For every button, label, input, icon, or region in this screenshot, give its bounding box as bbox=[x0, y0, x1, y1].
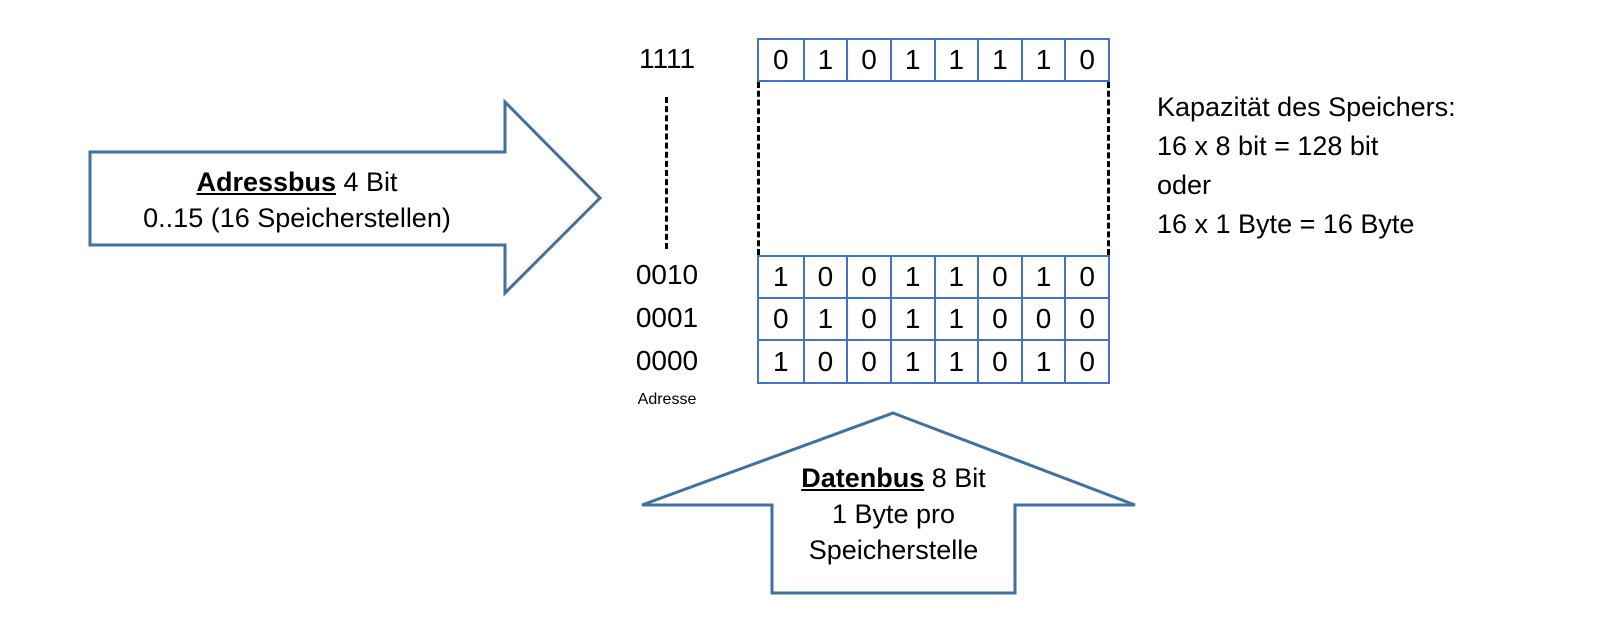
bit-cell: 1 bbox=[933, 299, 978, 339]
data-bus-line2: 1 Byte pro bbox=[831, 499, 956, 529]
address-ellipsis-line bbox=[665, 97, 668, 249]
bit-cell: 0 bbox=[977, 299, 1021, 339]
bit-cell: 0 bbox=[1064, 40, 1108, 80]
address-bus-suffix: 4 Bit bbox=[336, 167, 398, 197]
capacity-line-3: oder bbox=[1157, 170, 1212, 200]
bit-cell: 1 bbox=[889, 299, 934, 339]
bit-cell: 1 bbox=[773, 345, 789, 377]
address-label-0010: 0010 bbox=[635, 259, 699, 290]
bit-cell: 1 bbox=[933, 40, 978, 80]
bit-cell: 0 bbox=[802, 257, 847, 297]
bit-cell: 0 bbox=[846, 40, 890, 80]
bit-cell: 0 bbox=[1020, 299, 1065, 339]
capacity-note: Kapazität des Speichers: 16 x 8 bit = 12… bbox=[1157, 88, 1456, 244]
bit-cell: 0 bbox=[1064, 257, 1108, 297]
address-label-0000: 0000 bbox=[635, 345, 699, 376]
bit-cell: 0 bbox=[773, 303, 789, 334]
bit-cell: 1 bbox=[933, 341, 978, 382]
bit-cell: 1 bbox=[933, 257, 978, 297]
data-bus-line1: Datenbus 8 Bit bbox=[801, 460, 986, 496]
data-bus-title: Datenbus bbox=[801, 463, 925, 493]
bit-cell: 1 bbox=[802, 40, 847, 80]
bit-cell: 0 bbox=[846, 299, 890, 339]
bit-cell: 1 bbox=[977, 40, 1021, 80]
data-bus-label: Datenbus 8 Bit 1 Byte pro Speicherstelle bbox=[770, 460, 1017, 568]
bit-cell: 0 bbox=[977, 257, 1021, 297]
bit-cell: 0 bbox=[977, 341, 1021, 382]
address-label-0001: 0001 bbox=[635, 302, 699, 333]
up-arrow-shape bbox=[641, 411, 1136, 595]
data-bus-arrow bbox=[641, 411, 1136, 595]
bit-cell: 0 bbox=[802, 341, 847, 382]
bit-cell: 1 bbox=[889, 341, 934, 382]
bit-cell: 0 bbox=[846, 341, 890, 382]
bit-cell: 1 bbox=[1020, 341, 1065, 382]
bit-cell: 1 bbox=[889, 40, 934, 80]
capacity-line-2: 16 x 8 bit = 128 bit bbox=[1157, 131, 1379, 161]
address-bus-arrow bbox=[88, 98, 603, 297]
bit-cell: 0 bbox=[773, 44, 789, 75]
bit-cell: 0 bbox=[1064, 299, 1108, 339]
capacity-line-1: Kapazität des Speichers: bbox=[1157, 92, 1456, 122]
address-bus-title: Adressbus bbox=[196, 167, 337, 197]
data-bus-line3: Speicherstelle bbox=[808, 535, 979, 565]
memory-ellipsis-region bbox=[757, 82, 1110, 255]
bit-cell: 1 bbox=[1020, 40, 1065, 80]
capacity-line-4: 16 x 1 Byte = 16 Byte bbox=[1157, 209, 1415, 239]
address-bus-line2: 0..15 (16 Speicherstellen) bbox=[143, 203, 451, 233]
address-bus-label: Adressbus 4 Bit 0..15 (16 Speicherstelle… bbox=[92, 155, 502, 245]
bit-cell: 0 bbox=[846, 257, 890, 297]
data-bus-suffix: 8 Bit bbox=[924, 463, 986, 493]
address-caption: Adresse bbox=[637, 391, 697, 408]
bit-cell: 1 bbox=[889, 257, 934, 297]
address-bus-line1: Adressbus 4 Bit bbox=[196, 164, 397, 200]
address-label-1111: 1111 bbox=[638, 43, 696, 74]
right-arrow-shape bbox=[88, 98, 603, 297]
bit-cell: 0 bbox=[1064, 341, 1108, 382]
bit-cell: 1 bbox=[773, 261, 789, 292]
bit-cell: 1 bbox=[802, 299, 847, 339]
bit-cell: 1 bbox=[1020, 257, 1065, 297]
